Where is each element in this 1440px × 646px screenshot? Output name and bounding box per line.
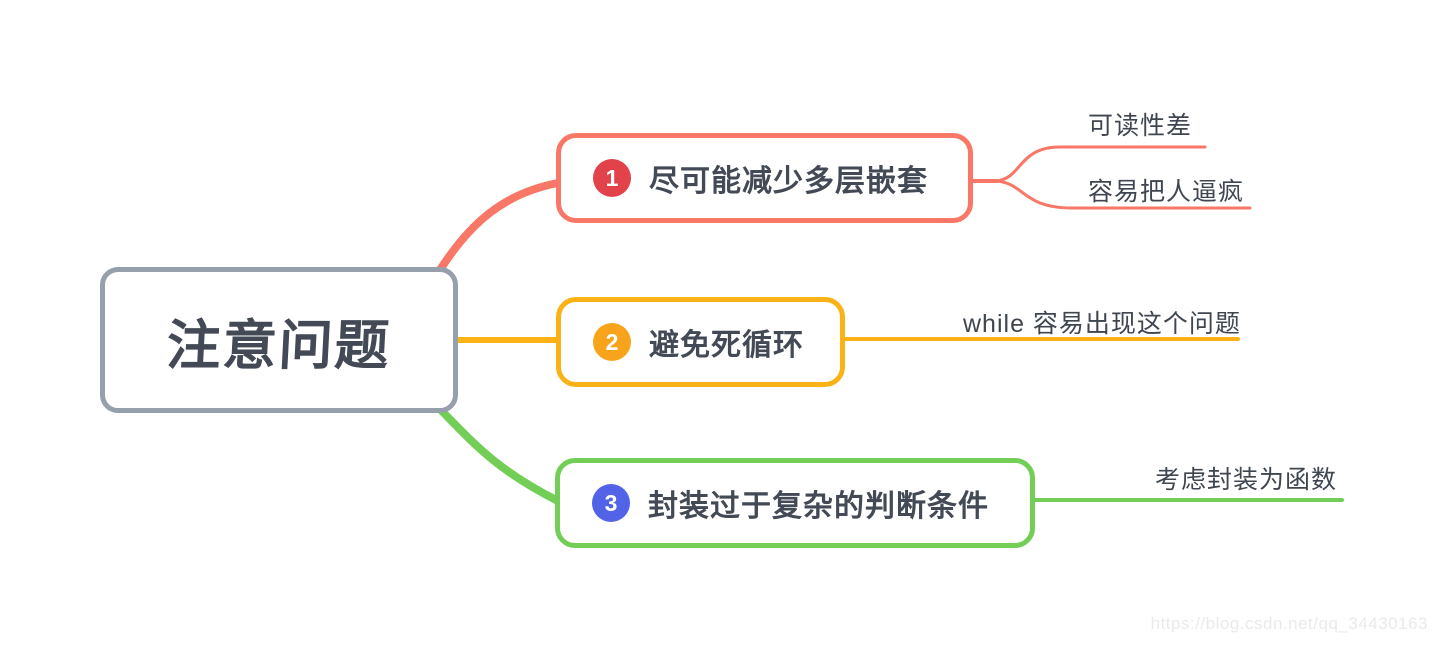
node-branch-1[interactable]: 1 尽可能减少多层嵌套 (556, 133, 973, 223)
branch-3-number-badge: 3 (592, 484, 630, 522)
leaf-branch1-child1[interactable]: 可读性差 (1088, 112, 1193, 140)
branch-1-label: 尽可能减少多层嵌套 (649, 165, 928, 198)
branch-3-label: 封装过于复杂的判断条件 (648, 490, 989, 523)
node-branch-2[interactable]: 2 避免死循环 (556, 297, 845, 387)
branch-1-number-badge: 1 (593, 159, 631, 197)
csdn-watermark: https://blog.csdn.net/qq_34430163 (1150, 614, 1428, 633)
leaf-branch1-child2[interactable]: 容易把人逼疯 (1088, 178, 1245, 206)
branch-2-number-badge: 2 (593, 323, 631, 361)
node-root-topic[interactable]: 注意问题 (100, 267, 458, 413)
link-root-branch3 (434, 403, 562, 505)
node-branch-3[interactable]: 3 封装过于复杂的判断条件 (555, 458, 1035, 548)
link-root-branch1 (434, 179, 562, 277)
root-topic-label: 注意问题 (165, 315, 393, 376)
branch-2-label: 避免死循环 (649, 329, 804, 362)
leaf-branch2-child1[interactable]: while 容易出现这个问题 (963, 310, 1241, 338)
leaf-branch3-child1[interactable]: 考虑封装为函数 (1155, 466, 1338, 494)
